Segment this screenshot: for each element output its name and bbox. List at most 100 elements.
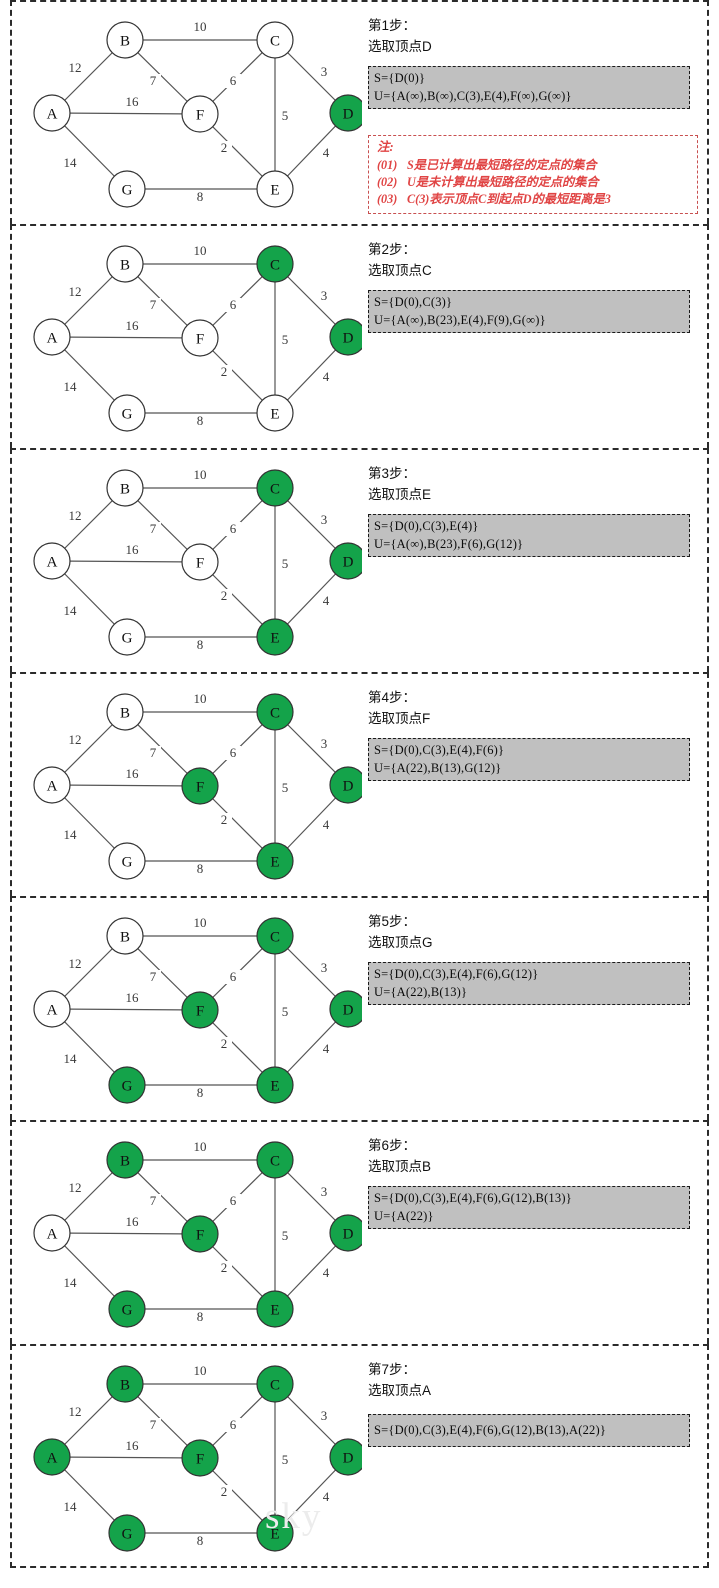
node-D[interactable]: [329, 318, 362, 356]
edge-weight-E-G: 8: [197, 189, 204, 204]
step-subtitle: 选取顶点D: [368, 38, 432, 54]
node-F[interactable]: [181, 1439, 219, 1477]
node-A[interactable]: [33, 766, 71, 804]
node-label-G: G: [122, 855, 133, 871]
node-C[interactable]: [256, 1141, 294, 1179]
node-D[interactable]: [329, 94, 362, 132]
edge-weight-halo: [225, 746, 241, 760]
edge-weight-C-F: 6: [230, 297, 237, 312]
node-E[interactable]: [256, 842, 294, 880]
node-E[interactable]: [256, 618, 294, 656]
edge-weight-C-D: 3: [321, 1408, 328, 1423]
node-label-C: C: [270, 706, 280, 722]
node-label-F: F: [196, 1228, 204, 1244]
node-A[interactable]: [33, 1214, 71, 1252]
node-C[interactable]: [256, 693, 294, 731]
edge-weight-halo: [62, 156, 78, 170]
node-D[interactable]: [329, 990, 362, 1028]
edge-weight-C-E: 5: [282, 1452, 289, 1467]
node-G[interactable]: [108, 618, 146, 656]
node-G[interactable]: [108, 1066, 146, 1104]
edge-weight-C-E: 5: [282, 1228, 289, 1243]
edge-weight-halo: [145, 1194, 161, 1208]
node-B[interactable]: [106, 693, 144, 731]
edge-A-F: [51, 560, 201, 563]
node-F[interactable]: [181, 991, 219, 1029]
set-box-5: S={D(0),C(3),E(4),F(6),G(12)}U={A(22),B(…: [368, 962, 690, 1006]
node-F[interactable]: [181, 1215, 219, 1253]
edge-A-F: [51, 1456, 201, 1459]
node-G[interactable]: [108, 1290, 146, 1328]
node-A[interactable]: [33, 318, 71, 356]
node-label-D: D: [343, 331, 354, 347]
node-B[interactable]: [106, 469, 144, 507]
edge-weight-A-G: 14: [64, 603, 78, 618]
node-G[interactable]: [108, 394, 146, 432]
node-label-A: A: [47, 1003, 58, 1019]
node-F[interactable]: [181, 543, 219, 581]
node-G[interactable]: [108, 170, 146, 208]
edge-weight-halo: [318, 370, 334, 384]
node-A[interactable]: [33, 1438, 71, 1476]
edge-weight-halo: [67, 285, 83, 299]
node-E[interactable]: [256, 394, 294, 432]
edge-weight-A-G: 14: [64, 1499, 78, 1514]
node-C[interactable]: [256, 1365, 294, 1403]
edge-weight-halo: [124, 991, 140, 1005]
node-E[interactable]: [256, 1290, 294, 1328]
node-B[interactable]: [106, 917, 144, 955]
node-E[interactable]: [256, 1066, 294, 1104]
node-A[interactable]: [33, 990, 71, 1028]
step-subtitle: 选取顶点A: [368, 1382, 432, 1398]
node-F[interactable]: [181, 767, 219, 805]
edge-weight-halo: [62, 380, 78, 394]
node-G[interactable]: [108, 842, 146, 880]
node-C[interactable]: [256, 917, 294, 955]
step-title: 第7步：: [368, 1362, 417, 1377]
set-box-7: S={D(0),C(3),E(4),F(6),G(12),B(13),A(22)…: [368, 1414, 690, 1448]
node-D[interactable]: [329, 1214, 362, 1252]
edge-weight-E-G: 8: [197, 1533, 204, 1548]
edge-weight-halo: [192, 468, 208, 482]
edge-weight-halo: [62, 1052, 78, 1066]
node-E[interactable]: [256, 170, 294, 208]
node-label-E: E: [270, 1079, 279, 1095]
node-E[interactable]: [256, 1514, 294, 1552]
set-box-3: S={D(0),C(3),E(4)}U={A(∞),B(23),F(6),G(1…: [368, 514, 690, 558]
legend-note-line-1: (01)S是已计算出最短路径的定点的集合: [377, 157, 691, 174]
node-C[interactable]: [256, 469, 294, 507]
edge-weight-A-B: 12: [69, 508, 82, 523]
step-title: 第2步：: [368, 242, 417, 257]
set-u-line: U={A(∞),B(23),F(6),G(12)}: [374, 537, 524, 552]
edge-weight-C-F: 6: [230, 1193, 237, 1208]
edge-A-F: [51, 1232, 201, 1235]
node-D[interactable]: [329, 766, 362, 804]
node-B[interactable]: [106, 245, 144, 283]
node-G[interactable]: [108, 1514, 146, 1552]
node-D[interactable]: [329, 542, 362, 580]
node-label-F: F: [196, 108, 204, 124]
node-A[interactable]: [33, 94, 71, 132]
set-u-line: U={A(22),B(13),G(12)}: [374, 761, 502, 776]
node-B[interactable]: [106, 21, 144, 59]
node-B[interactable]: [106, 1141, 144, 1179]
node-label-F: F: [196, 1452, 204, 1468]
node-F[interactable]: [181, 95, 219, 133]
node-A[interactable]: [33, 542, 71, 580]
node-C[interactable]: [256, 245, 294, 283]
legend-note-index: (02): [377, 175, 398, 190]
edge-weight-E-G: 8: [197, 413, 204, 428]
edge-weight-D-E: 4: [323, 817, 330, 832]
node-D[interactable]: [329, 1438, 362, 1476]
node-C[interactable]: [256, 21, 294, 59]
edge-weight-B-C: 10: [194, 1363, 207, 1378]
node-F[interactable]: [181, 319, 219, 357]
edge-weight-B-C: 10: [194, 1139, 207, 1154]
legend-note-text: U是未计算出最短路径的定点的集合: [407, 175, 599, 190]
node-B[interactable]: [106, 1365, 144, 1403]
